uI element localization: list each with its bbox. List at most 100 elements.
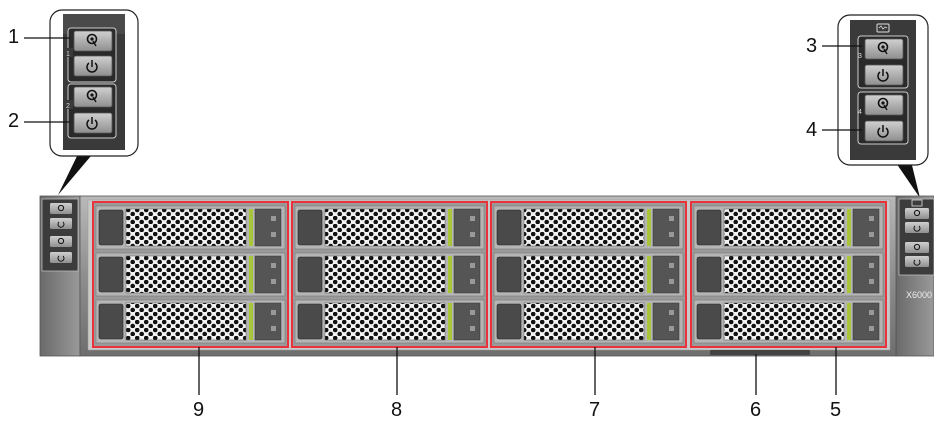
drive-activity-led xyxy=(470,310,475,315)
drive-activity-led xyxy=(869,310,874,315)
power-button-icon[interactable] xyxy=(864,64,904,86)
callout-9: 9 xyxy=(193,399,205,421)
drive-fault-led xyxy=(470,326,475,331)
drive-activity-led xyxy=(669,216,674,221)
drive-latch[interactable] xyxy=(98,256,124,293)
drive-vent xyxy=(324,302,446,341)
drive-activity-led xyxy=(869,263,874,268)
callout-1: 1 xyxy=(8,26,20,48)
drive-activity-led xyxy=(669,263,674,268)
bottom-leaders xyxy=(198,347,837,395)
drive-activity-led xyxy=(271,310,276,315)
drive-activity-led xyxy=(271,216,276,221)
drive-status-led xyxy=(448,256,452,293)
drive-latch[interactable] xyxy=(496,209,522,246)
drive-activity-led xyxy=(669,310,674,315)
zoom-panel-left: 1 2 xyxy=(24,9,139,195)
drive-vent xyxy=(523,302,645,341)
drive-latch[interactable] xyxy=(297,209,323,246)
callout-8: 8 xyxy=(391,399,403,421)
drive-fault-led xyxy=(669,326,674,331)
drive-latch[interactable] xyxy=(297,256,323,293)
drive-fault-led xyxy=(470,279,475,284)
drive-latch[interactable] xyxy=(98,303,124,340)
drive-latch[interactable] xyxy=(696,209,722,246)
drive-bay[interactable] xyxy=(693,205,884,250)
panel-left-port-b: 2 xyxy=(66,103,70,110)
drive-bay[interactable] xyxy=(693,299,884,344)
drive-vent xyxy=(125,208,247,247)
health-indicator-icon xyxy=(876,23,890,33)
drive-status-led xyxy=(249,209,253,246)
drive-status-led xyxy=(647,303,651,340)
drive-bays xyxy=(92,201,887,348)
drive-latch[interactable] xyxy=(98,209,124,246)
drive-status-led xyxy=(249,256,253,293)
drive-activity-led xyxy=(470,263,475,268)
power-button-icon[interactable] xyxy=(864,120,904,142)
drive-cage xyxy=(690,201,887,348)
drive-status-led xyxy=(847,256,851,293)
drive-status-led xyxy=(448,303,452,340)
panel-left-port-a: 1 xyxy=(66,51,70,58)
power-button-icon[interactable] xyxy=(73,112,113,134)
drive-latch[interactable] xyxy=(496,256,522,293)
drive-bay[interactable] xyxy=(693,252,884,297)
drive-bay[interactable] xyxy=(493,252,684,297)
drive-bay[interactable] xyxy=(95,299,286,344)
callout-6: 6 xyxy=(750,399,762,421)
panel-right-port-b: 4 xyxy=(858,109,862,116)
label-plate xyxy=(710,350,810,355)
drive-latch[interactable] xyxy=(696,256,722,293)
drive-status-led xyxy=(249,303,253,340)
drive-fault-led xyxy=(271,232,276,237)
drive-activity-led xyxy=(470,216,475,221)
drive-vent xyxy=(324,208,446,247)
drive-bay[interactable] xyxy=(294,299,485,344)
panel-left-slot-2: 2 xyxy=(65,83,117,139)
panel-right-slot-4: 4 xyxy=(857,91,909,145)
right-ear-panel xyxy=(905,199,929,267)
chassis-model-label: X6000 xyxy=(906,290,932,300)
drive-bay[interactable] xyxy=(95,205,286,250)
drive-status-led xyxy=(847,209,851,246)
drive-bay[interactable] xyxy=(493,205,684,250)
drive-fault-led xyxy=(271,326,276,331)
drive-cage xyxy=(490,201,687,348)
drive-bay[interactable] xyxy=(493,299,684,344)
drive-status-led xyxy=(647,209,651,246)
drive-vent xyxy=(723,208,845,247)
drive-status-led xyxy=(448,209,452,246)
drive-vent xyxy=(523,255,645,294)
drive-activity-led xyxy=(271,263,276,268)
callout-5: 5 xyxy=(830,399,842,421)
drive-fault-led xyxy=(869,279,874,284)
drive-latch[interactable] xyxy=(496,303,522,340)
drive-activity-led xyxy=(869,216,874,221)
callout-7: 7 xyxy=(589,399,601,421)
drive-status-led xyxy=(847,303,851,340)
drive-latch[interactable] xyxy=(297,303,323,340)
drive-cage xyxy=(92,201,289,348)
drive-fault-led xyxy=(271,279,276,284)
power-button-icon[interactable] xyxy=(73,55,113,77)
drive-status-led xyxy=(647,256,651,293)
drive-latch[interactable] xyxy=(696,303,722,340)
callout-2: 2 xyxy=(8,110,20,132)
drive-cage xyxy=(291,201,488,348)
zoom-panel-right: 3 4 xyxy=(822,14,929,198)
drive-fault-led xyxy=(869,326,874,331)
drive-fault-led xyxy=(470,232,475,237)
drive-vent xyxy=(723,302,845,341)
callout-4: 4 xyxy=(806,119,818,141)
drive-fault-led xyxy=(669,232,674,237)
drive-bay[interactable] xyxy=(95,252,286,297)
panel-right-slot-3: 3 xyxy=(857,35,909,89)
drive-fault-led xyxy=(669,279,674,284)
drive-vent xyxy=(523,208,645,247)
drive-bay[interactable] xyxy=(294,205,485,250)
drive-bay[interactable] xyxy=(294,252,485,297)
drive-vent xyxy=(723,255,845,294)
left-ear-panel xyxy=(50,203,72,263)
